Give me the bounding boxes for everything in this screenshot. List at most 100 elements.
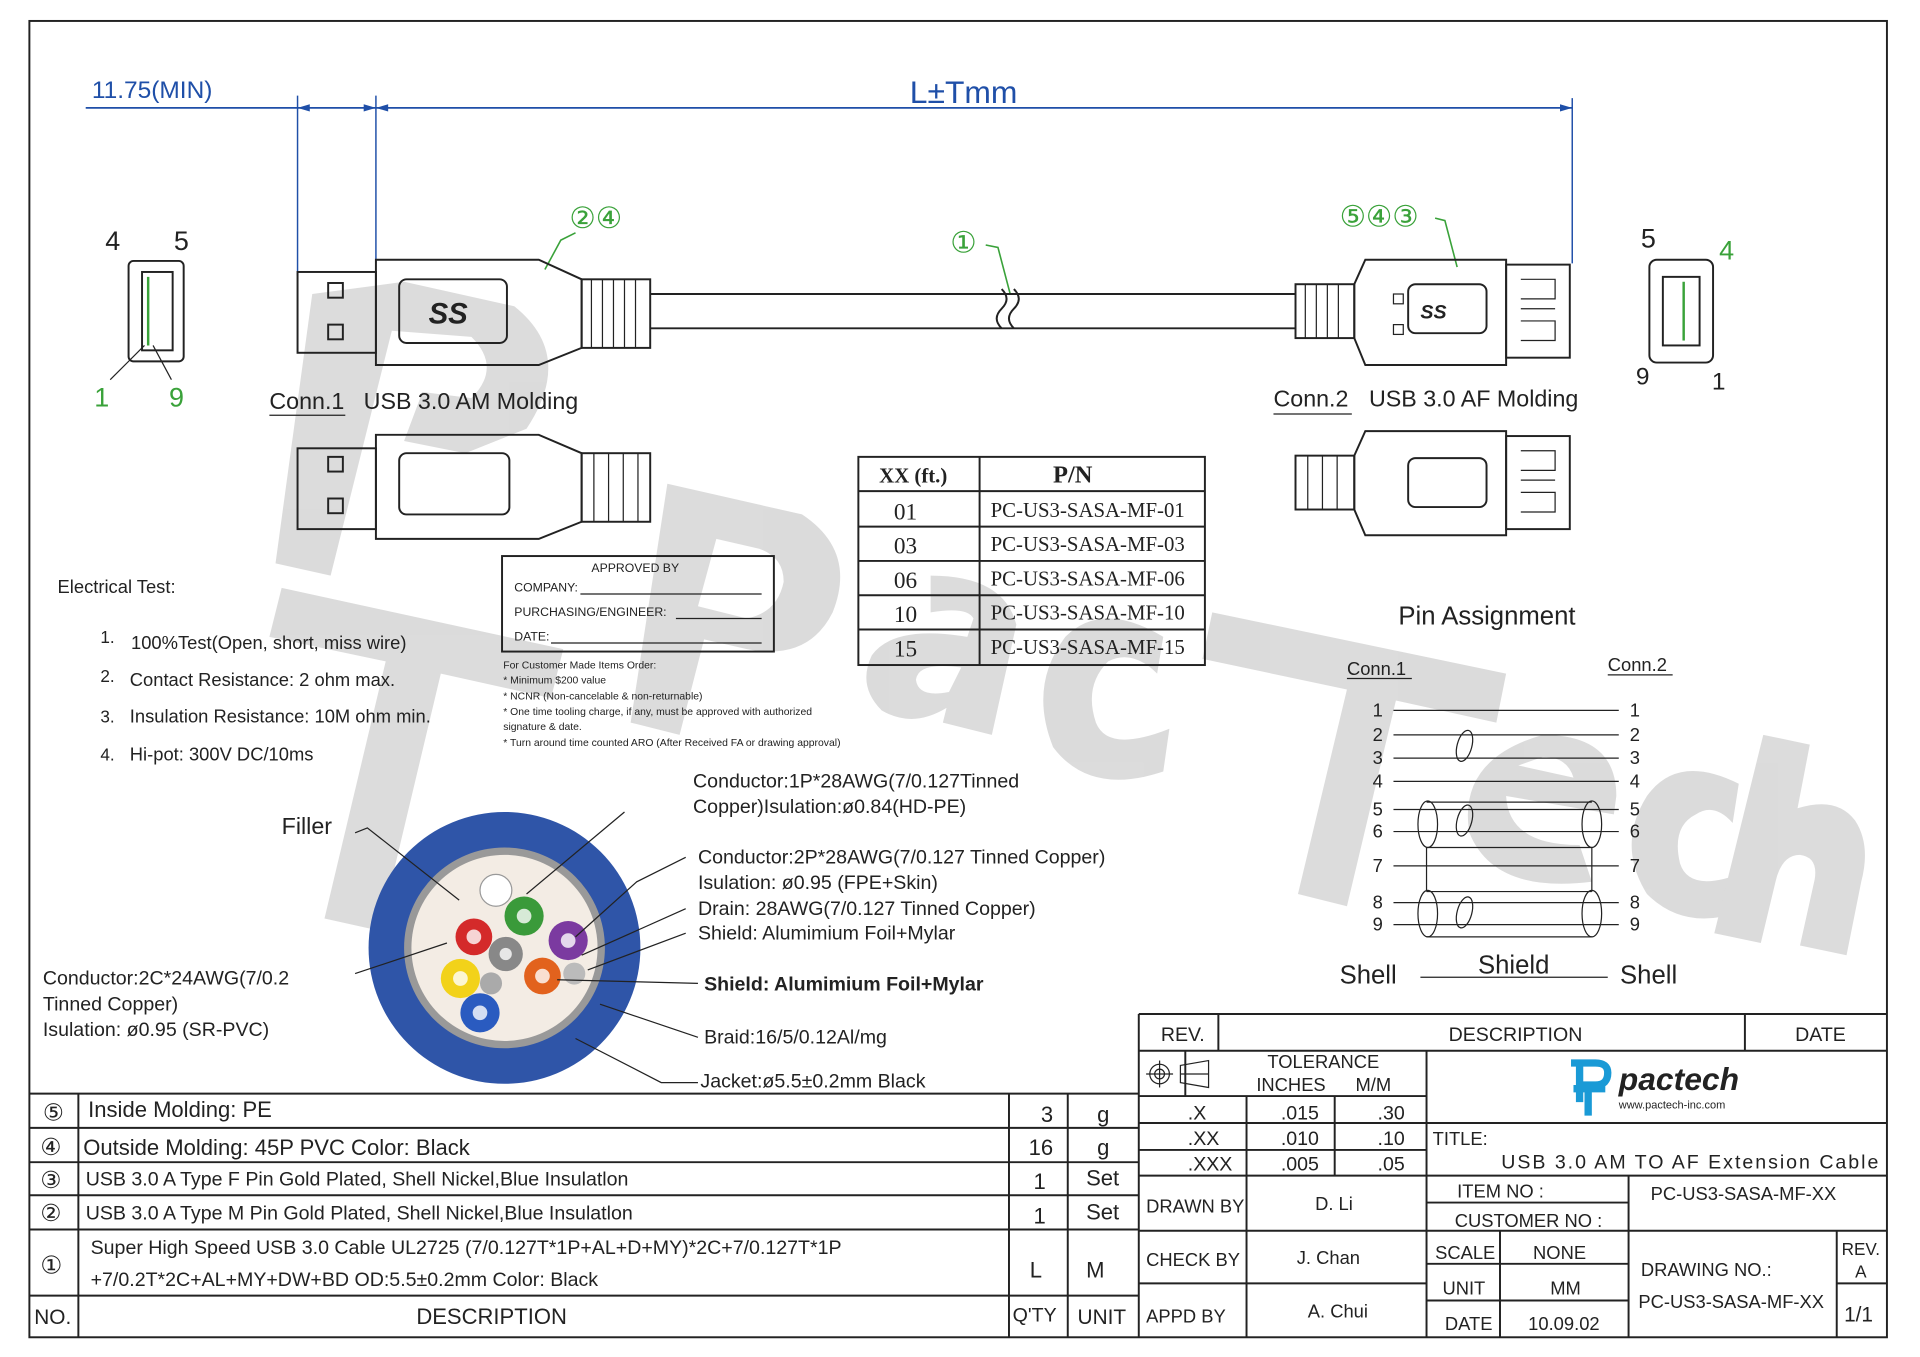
- note: * Turn around time counted ARO (After Re…: [503, 738, 840, 749]
- conductor-2c-label: Tinned Copper): [43, 993, 178, 1015]
- pin-label: 1: [94, 383, 109, 413]
- logo-name: pactech: [1618, 1061, 1739, 1097]
- pin-label: 5: [1641, 223, 1656, 253]
- watermark-letter-t: [269, 587, 564, 931]
- pin-number-right: 4: [1630, 770, 1640, 791]
- conductor-2p-label: Conductor:2P*28AWG(7/0.127 Tinned Copper…: [698, 846, 1105, 868]
- pin-number-left: 6: [1373, 821, 1383, 842]
- item-number: 4.: [100, 745, 114, 765]
- pin-label: 5: [174, 226, 189, 256]
- bom-description: Inside Molding: PE: [88, 1097, 272, 1122]
- bom-qty: 16: [1029, 1135, 1054, 1160]
- note: * Minimum $200 value: [503, 675, 606, 686]
- engineer-label: PURCHASING/ENGINEER:: [514, 605, 666, 619]
- approved-by-title: APPROVED BY: [591, 561, 679, 575]
- bom-unit: g: [1097, 1135, 1109, 1160]
- watermark-letter-c: [1043, 618, 1170, 780]
- scale: NONE: [1533, 1242, 1586, 1263]
- pin-number-right: 9: [1630, 914, 1640, 935]
- tol-precision: .XXX: [1188, 1154, 1233, 1176]
- date-label: DATE:: [514, 630, 549, 644]
- bom-qty: L: [1030, 1257, 1042, 1282]
- bom-description: Super High Speed USB 3.0 Cable UL2725 (7…: [91, 1237, 842, 1259]
- cable: [650, 288, 1296, 330]
- pin-label: 4: [105, 226, 120, 256]
- pin-number-right: 5: [1630, 799, 1640, 820]
- shield-inner-label: Shield: Alumimium Foil+Mylar: [698, 922, 956, 944]
- conn2-description: USB 3.0 AF Molding: [1369, 386, 1578, 412]
- rev: A: [1855, 1261, 1867, 1281]
- conn2-receptacle-top: SS: [1294, 258, 1571, 367]
- pin-number-left: 7: [1373, 855, 1383, 876]
- title-block: REV. DESCRIPTION DATE TOLERANCE INCHES M…: [1138, 1013, 1887, 1338]
- cross-section-labels: Filler Conductor:1P*28AWG(7/0.127Tinned …: [43, 770, 1105, 1092]
- braid-label: Braid:16/5/0.12Al/mg: [704, 1026, 887, 1048]
- mm-label: M/M: [1356, 1074, 1392, 1095]
- drawn-by-label: DRAWN BY: [1146, 1195, 1244, 1216]
- jacket-label: Jacket:ø5.5±0.2mm Black: [700, 1070, 925, 1092]
- conn1-description: USB 3.0 AM Molding: [364, 388, 579, 414]
- tol-mm: .10: [1378, 1128, 1405, 1150]
- date: 10.09.02: [1528, 1313, 1599, 1334]
- pn-length: 03: [894, 534, 917, 560]
- pn-length: 10: [894, 602, 917, 628]
- bom-description: USB 3.0 A Type F Pin Gold Plated, Shell …: [86, 1168, 629, 1190]
- bom-header-unit: UNIT: [1078, 1306, 1127, 1329]
- note: * NCNR (Non-cancelable & non-returnable): [503, 691, 702, 702]
- pin-number-right: 6: [1630, 821, 1640, 842]
- pin-label: 1: [1712, 369, 1726, 396]
- pin-number-right: 7: [1630, 855, 1640, 876]
- bom-qty: 1: [1033, 1203, 1045, 1228]
- conn2-receptacle-side: [1294, 430, 1571, 537]
- bom-unit: Set: [1086, 1200, 1119, 1225]
- pactech-logo: pactech www.pactech-inc.com: [1571, 1059, 1739, 1116]
- bom-unit: M: [1086, 1257, 1104, 1282]
- pn-value: PC-US3-SASA-MF-03: [991, 532, 1185, 556]
- pin-number-right: 3: [1630, 747, 1640, 768]
- pin-number-left: 5: [1373, 799, 1383, 820]
- note: signature & date.: [503, 722, 582, 733]
- bom-no: ①: [40, 1253, 62, 1280]
- callout-conn1: ②④: [569, 202, 622, 235]
- drawing-no: PC-US3-SASA-MF-XX: [1638, 1291, 1824, 1312]
- unit-label: UNIT: [1442, 1277, 1485, 1298]
- note: For Customer Made Items Order:: [503, 661, 656, 672]
- pn-value: PC-US3-SASA-MF-10: [991, 601, 1185, 625]
- conn2-pin-face: 5 4 9 1: [1636, 223, 1734, 395]
- test-item: Contact Resistance: 2 ohm max.: [130, 669, 395, 690]
- bom-description: +7/0.2T*2C+AL+MY+DW+BD OD:5.5±0.2mm Colo…: [91, 1269, 599, 1291]
- drawing-no-label: DRAWING NO.:: [1641, 1259, 1772, 1280]
- date-label: DATE: [1795, 1024, 1846, 1046]
- pn-length: 15: [894, 636, 917, 662]
- electrical-test-title: Electrical Test:: [58, 576, 176, 597]
- projection-symbol-icon: [1146, 1059, 1210, 1089]
- check-by: J. Chan: [1297, 1247, 1360, 1268]
- pn-value: PC-US3-SASA-MF-01: [991, 498, 1185, 522]
- pn-length: 06: [894, 568, 917, 594]
- rev2-label: REV.: [1842, 1239, 1880, 1259]
- watermark-letter-h: [1714, 734, 1865, 956]
- item-number: 3.: [100, 707, 114, 727]
- company-label: COMPANY:: [514, 581, 578, 595]
- bom-unit: Set: [1086, 1165, 1119, 1190]
- conn1-pin-face: 4 5 1 9: [94, 226, 189, 413]
- approval-box: APPROVED BY COMPANY: PURCHASING/ENGINEER…: [501, 555, 775, 653]
- pin-conn2-label: Conn.2: [1608, 654, 1667, 675]
- description-label: DESCRIPTION: [1449, 1024, 1583, 1046]
- conn1-plug-side: [296, 433, 652, 540]
- pin-conn1-label: Conn.1: [1347, 658, 1406, 679]
- test-item: Insulation Resistance: 10M ohm min.: [130, 706, 431, 727]
- bom-qty: 1: [1033, 1169, 1045, 1194]
- logo-url: www.pactech-inc.com: [1618, 1099, 1726, 1111]
- date2-label: DATE: [1445, 1313, 1493, 1334]
- sheet: 1/1: [1844, 1303, 1873, 1326]
- tol-inches: .010: [1281, 1128, 1319, 1150]
- pin-label: 9: [1636, 364, 1650, 391]
- electrical-test: Electrical Test: 1. 100%Test(Open, short…: [58, 576, 431, 765]
- shield-outer-label: Shield: Alumimium Foil+Mylar: [704, 974, 984, 996]
- unit: MM: [1550, 1277, 1581, 1298]
- tol-inches: .015: [1281, 1102, 1319, 1124]
- bom-header-no: NO.: [34, 1306, 71, 1329]
